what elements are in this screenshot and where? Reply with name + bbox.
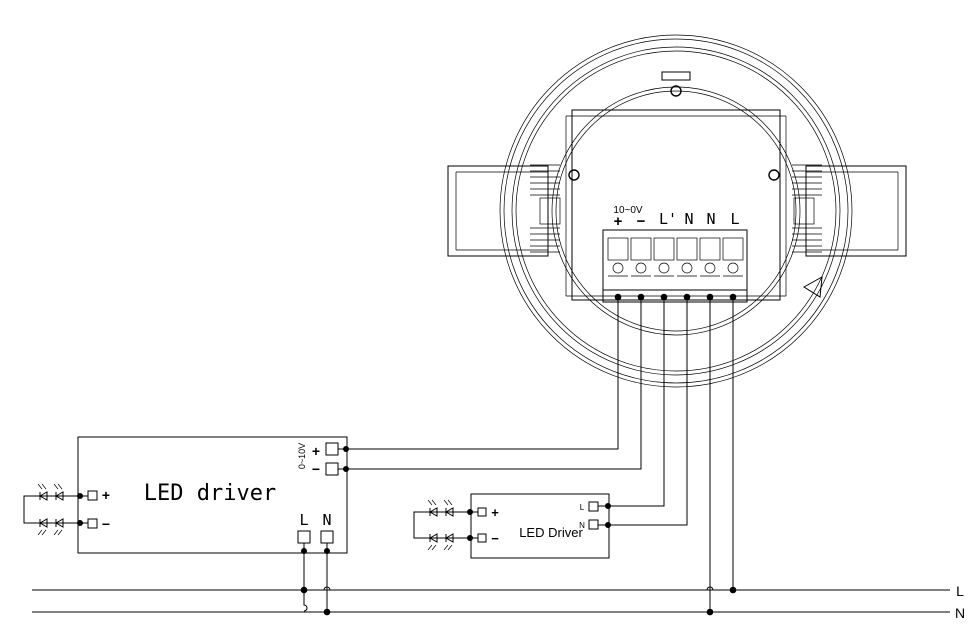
led-driver-small-terminal-l: L: [580, 503, 585, 512]
sensor-unit: 10~0V + − L' N N L: [447, 34, 907, 388]
sensor-plus-label: +: [614, 213, 623, 230]
large-dim-plus-terminal: [325, 442, 339, 456]
led-driver-large-terminal-l: L: [299, 511, 308, 529]
small-n-terminal: [588, 519, 599, 530]
sensor-dim-label: 10~0V: [613, 205, 643, 216]
large-out-minus-terminal: [87, 518, 98, 529]
led-driver-large-terminal-n: N: [322, 511, 331, 529]
mains-label-n: N: [955, 605, 965, 621]
sensor-minus-label: −: [637, 213, 646, 230]
terminal-block: [602, 229, 748, 303]
small-out-minus-terminal: [477, 533, 487, 543]
small-l-terminal: [588, 501, 599, 512]
sensor-terminal-lprime: L': [659, 210, 677, 228]
led-string-small: [413, 499, 478, 551]
sensor-terminal-l: L: [730, 210, 739, 228]
led-driver-small-out-minus: −: [491, 531, 499, 546]
led-driver-small-title: LED Driver: [519, 525, 583, 540]
led-driver-small: LED Driver L N + −: [470, 493, 610, 559]
led-driver-large-dim-label: 0~10V: [297, 443, 307, 469]
orientation-triangle-icon: [803, 276, 823, 298]
wiring: [32, 297, 950, 616]
sensor-terminal-n2: N: [706, 210, 715, 228]
sensor-terminal-n1: N: [684, 210, 693, 228]
large-out-plus-terminal: [87, 490, 98, 501]
large-n-terminal: [320, 530, 334, 544]
led-driver-small-out-plus: +: [491, 505, 499, 520]
mains-label-l: L: [956, 583, 964, 599]
left-mounting-clip: [447, 164, 561, 257]
led-driver-large-title: LED driver: [144, 481, 276, 506]
led-driver-small-terminal-n: N: [579, 521, 585, 530]
right-mounting-clip: [792, 164, 907, 257]
large-dim-minus-terminal: [325, 462, 339, 476]
large-l-terminal: [297, 530, 311, 544]
led-driver-large: LED driver 0~10V + − + − L N: [77, 436, 348, 554]
led-driver-large-dim-minus: −: [312, 461, 320, 477]
led-driver-large-out-minus: −: [102, 516, 110, 532]
led-driver-large-dim-plus: +: [312, 443, 320, 459]
led-driver-large-out-plus: +: [102, 487, 110, 503]
led-string-large: [23, 483, 88, 536]
small-out-plus-terminal: [477, 507, 487, 517]
